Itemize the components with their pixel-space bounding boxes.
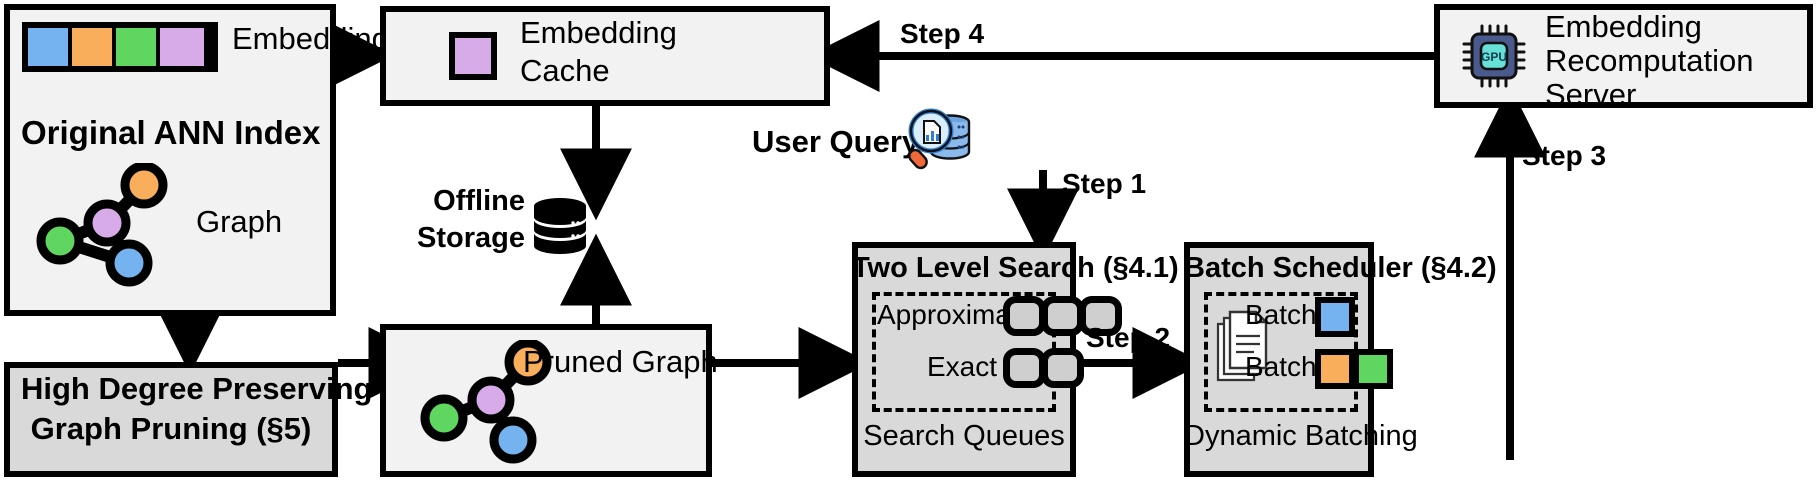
step-2-label: Step 2 (1086, 322, 1171, 353)
pruned-graph-label: Pruned Graph (523, 344, 718, 379)
step-1-label: Step 1 (1062, 168, 1147, 199)
user-query-label: User Query (752, 124, 920, 159)
embedding-cell-purple (160, 28, 204, 66)
embedding-cache-box[interactable] (380, 6, 830, 106)
graph-pruning-box[interactable] (4, 362, 338, 477)
embedding-cell-orange (72, 28, 116, 66)
approximate-slot-2[interactable] (1041, 296, 1084, 336)
approximate-slot-3[interactable] (1079, 296, 1122, 336)
embedding-cache-swatch (449, 32, 497, 80)
original-graph-icon (34, 161, 174, 288)
embedding-cache-line1: Embedding (520, 15, 677, 50)
offline-storage-line1: Offline (433, 185, 525, 217)
embedding-cell-green (116, 28, 160, 66)
batch-2-swatch-green (1353, 349, 1393, 389)
recompute-server-line3: Server (1545, 77, 1637, 112)
exact-slot-1[interactable] (1003, 348, 1046, 388)
graph-pruning-line1: High Degree Preserving (21, 371, 373, 406)
database-icon (530, 197, 590, 257)
batch-1-swatch-blue (1315, 297, 1355, 337)
step-3-label: Step 3 (1522, 140, 1607, 171)
documents-icon (1214, 310, 1272, 390)
embedding-cell-blue (28, 28, 72, 66)
query-search-database-icon (900, 105, 972, 173)
dynamic-batching-footer: Dynamic Batching (1184, 420, 1418, 452)
graph-pruning-line2: Graph Pruning (§5) (30, 411, 312, 446)
exact-slot-2[interactable] (1041, 348, 1084, 388)
two-level-search-title: Two Level Search (§4.1) (852, 252, 1179, 284)
graph-label: Graph (196, 204, 283, 239)
embedding-label: Embedding (232, 21, 389, 56)
recompute-server-line1: Embedding (1545, 9, 1702, 44)
recompute-server-line2: Recomputation (1545, 43, 1754, 78)
pruned-graph-icon (418, 338, 558, 465)
batch-2-swatch-orange (1315, 349, 1355, 389)
embedding-strip (22, 22, 218, 72)
batch-scheduler-title: Batch Scheduler (§4.2) (1184, 252, 1497, 284)
original-ann-index-title: Original ANN Index (21, 114, 321, 151)
approximate-slot-1[interactable] (1003, 296, 1046, 336)
embedding-cache-line2: Cache (520, 53, 610, 88)
gpu-chip-icon: GPU (1462, 24, 1526, 88)
step-4-label: Step 4 (900, 18, 985, 49)
exact-label: Exact (926, 351, 997, 382)
offline-storage-line2: Storage (417, 222, 525, 254)
gpu-icon-text: GPU (1481, 50, 1507, 64)
search-queues-footer: Search Queues (863, 420, 1065, 452)
